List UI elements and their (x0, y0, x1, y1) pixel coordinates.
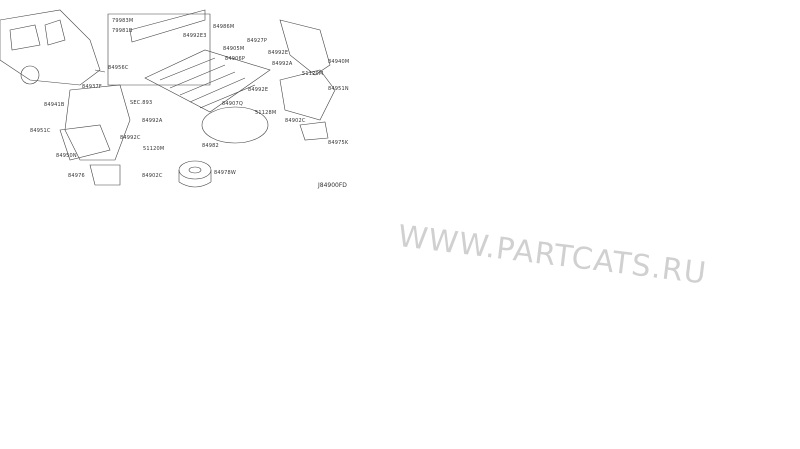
part-label: 84956C (108, 65, 129, 71)
part-label: 51128M (255, 110, 277, 116)
part-label: 84951N (328, 86, 349, 92)
part-label: SEC.893 (130, 100, 153, 106)
part-label: 84905M (223, 46, 245, 52)
part-label: 84975K (328, 140, 349, 146)
part-label: 79981B (112, 28, 133, 34)
part-label: 79983M (112, 18, 134, 24)
parts-diagram: 79983M 79981B 84986M 84992E3 84956C 8490… (0, 0, 360, 195)
part-label: 84906P (225, 56, 246, 62)
part-label: 51120M (143, 146, 165, 152)
part-label: 84992A (272, 61, 293, 67)
floor-boards (144, 49, 271, 113)
part-label: 84937F (82, 84, 102, 90)
part-label: 84927P (247, 38, 268, 44)
part-label: 84992E3 (183, 33, 207, 39)
part-label: 84992A (142, 118, 163, 124)
spare-tire (178, 160, 212, 188)
cargo-cover-box (107, 9, 211, 86)
part-label: 84992E (268, 50, 289, 56)
part-label: 84992E (248, 87, 269, 93)
part-label: 84950N (56, 153, 77, 159)
watermark: WWW.PARTCATS.RU (395, 219, 709, 292)
left-side-trim (59, 84, 131, 186)
diagram-code: J84900FD (318, 182, 347, 189)
part-label: 84941B (44, 102, 65, 108)
part-label: 84978W (214, 170, 237, 176)
vehicle-outline (0, 9, 106, 86)
part-label: 84992C (120, 135, 141, 141)
parts-drawing (0, 9, 336, 188)
part-label: 84976 (68, 173, 85, 179)
part-label: 84982 (202, 143, 219, 149)
part-label: 51120M (302, 71, 324, 77)
part-label: 84907Q (222, 101, 244, 107)
part-label: 84902C (142, 173, 163, 179)
part-label: 84986M (213, 24, 235, 30)
right-side-trim (279, 19, 336, 141)
spare-tire-cover (201, 106, 269, 144)
part-label: 84902C (285, 118, 306, 124)
part-label: 84951C (30, 128, 51, 134)
part-label: 84940M (328, 59, 350, 65)
